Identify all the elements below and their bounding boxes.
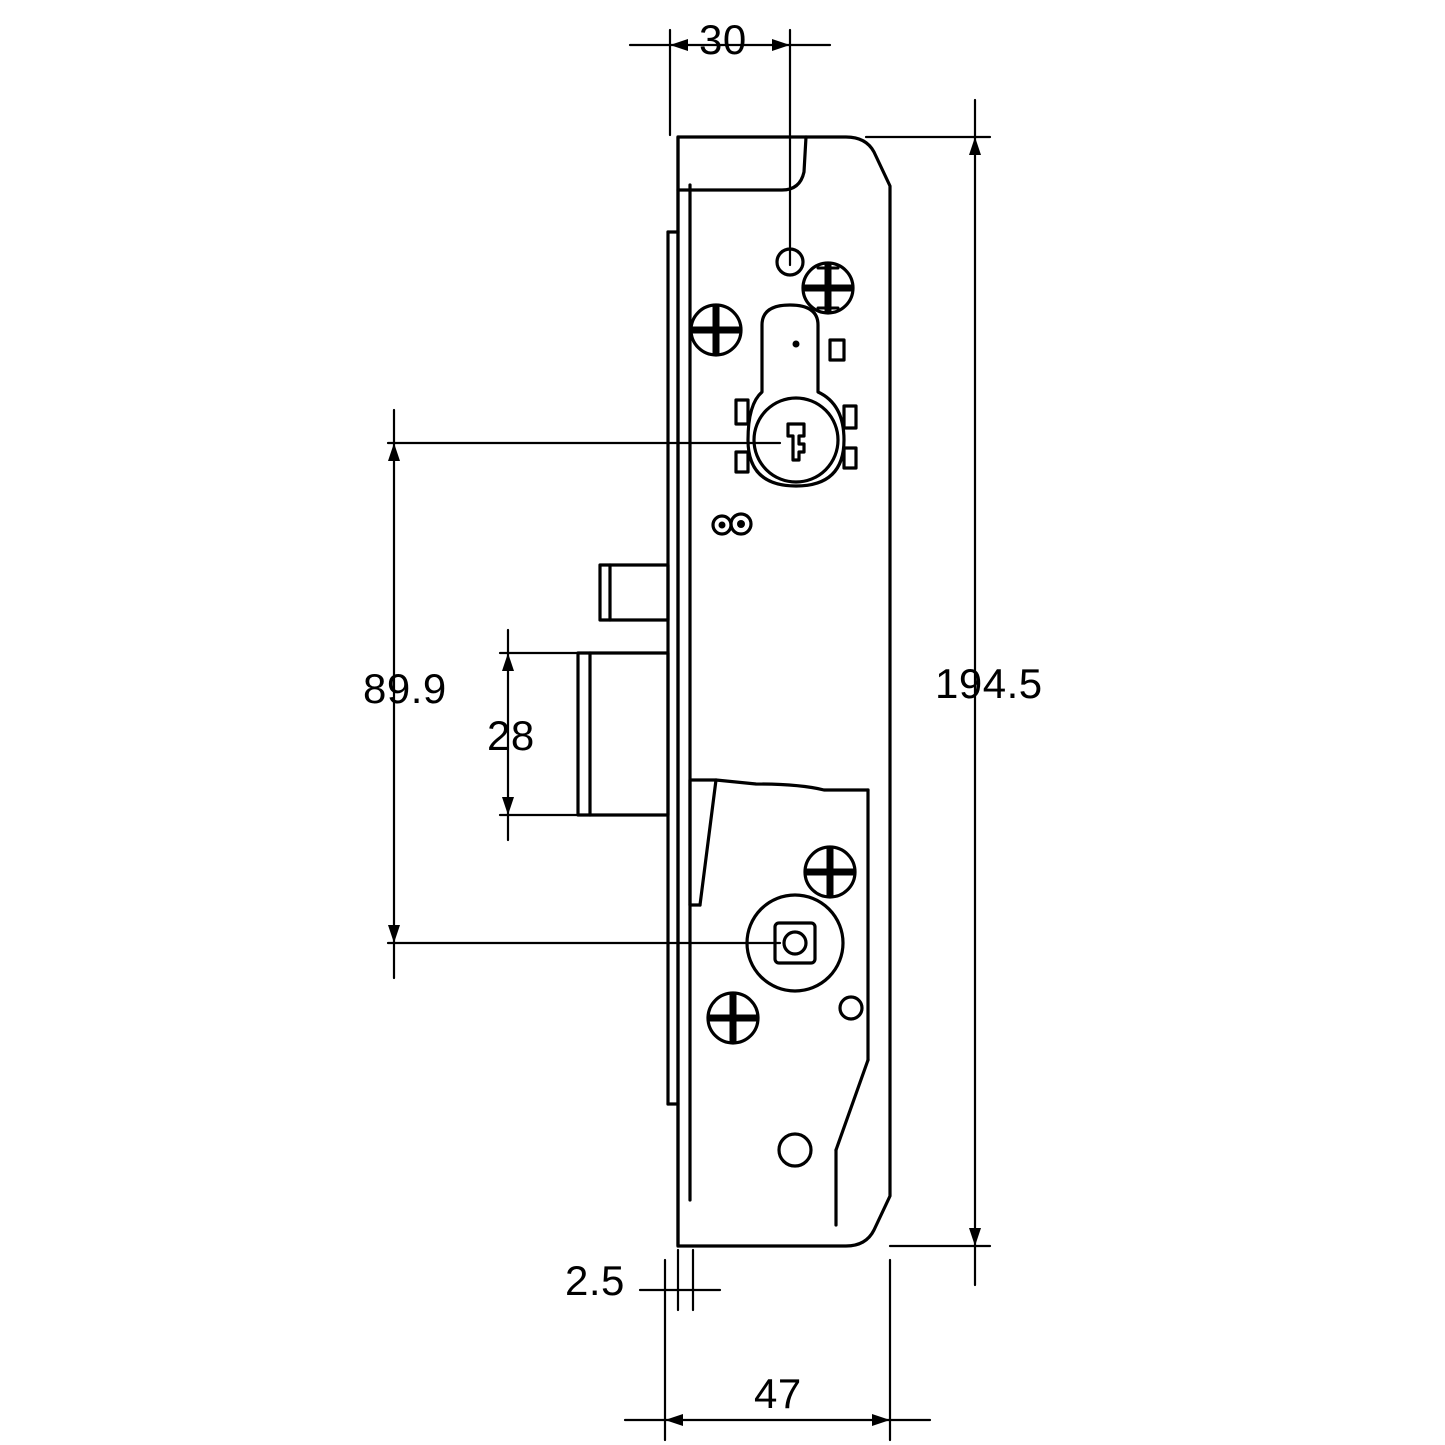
round-hole-mid-right — [838, 995, 864, 1021]
round-hole-lower — [777, 1132, 813, 1168]
dimension-lines — [386, 28, 992, 1442]
mounting-screw-lower-left — [706, 991, 760, 1045]
round-hole-top — [775, 247, 805, 277]
dimension-label-194-5: 194.5 — [935, 660, 1043, 707]
lock-body-outline — [666, 135, 892, 1248]
cam-screw-left — [689, 303, 743, 357]
latch-bolt-upper — [598, 563, 670, 622]
dimension-label-28: 28 — [487, 712, 535, 759]
dimension-label-2-5: 2.5 — [565, 1257, 625, 1304]
dimension-label-47: 47 — [754, 1370, 802, 1417]
mounting-screw-lower-right — [803, 845, 857, 899]
lower-internal-plate — [688, 778, 870, 1227]
dimension-label-89-9: 89.9 — [363, 665, 447, 712]
dimension-label-30: 30 — [699, 16, 747, 63]
spindle-hub — [745, 893, 845, 993]
dead-bolt-main — [576, 651, 670, 817]
cylinder-assembly — [734, 303, 858, 488]
small-holes-pair — [711, 512, 753, 536]
cam-screw-top — [801, 261, 855, 315]
